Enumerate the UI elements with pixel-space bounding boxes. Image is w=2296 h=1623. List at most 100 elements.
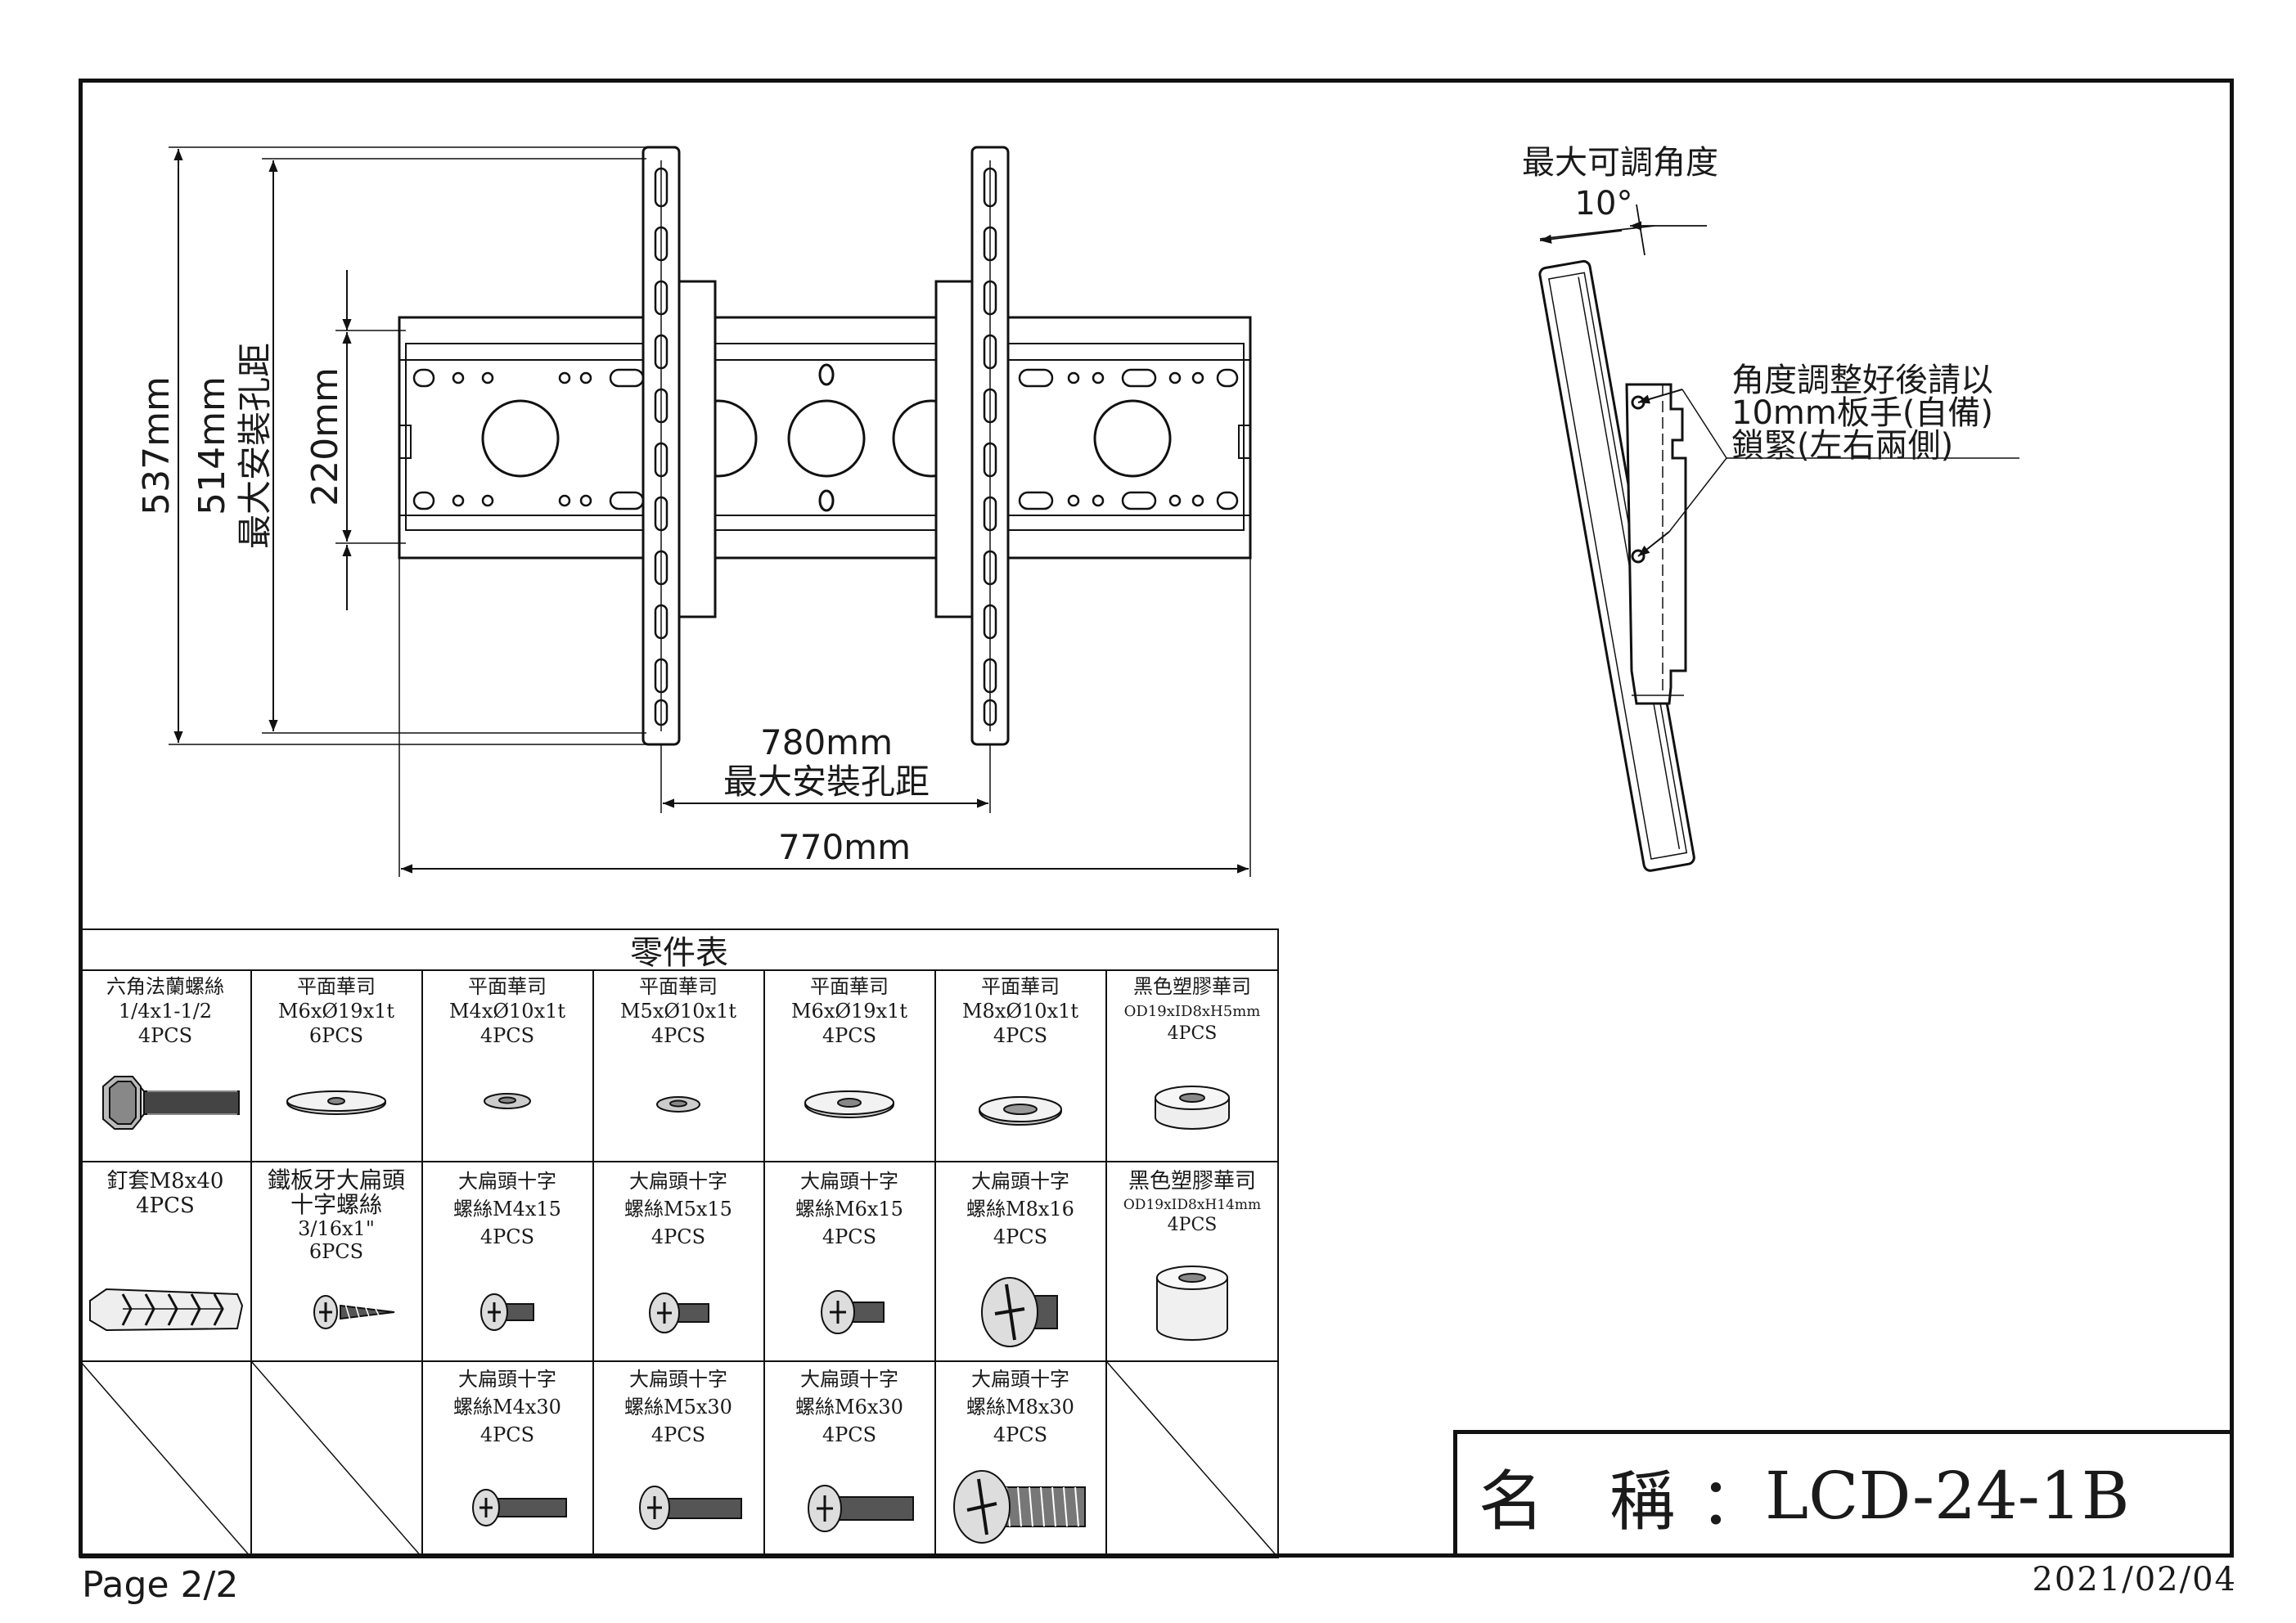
pan-head-screw-long-icon: [808, 1485, 914, 1532]
tilt-angle: 10°: [1575, 185, 1633, 223]
tilt-note-line1: 角度調整好後請以: [1731, 362, 1993, 399]
part-qty: 4PCS: [822, 1024, 876, 1047]
part-line: 黑色塑膠華司: [1128, 1169, 1256, 1194]
rail-hole: [481, 399, 560, 478]
part-line: 4PCS: [822, 1225, 876, 1248]
parts-row-3: 大扁頭十字 螺絲M4x30 4PCS 大扁頭十字 螺絲M5x30 4PCS 大扁…: [453, 1368, 1074, 1446]
part-line: 4PCS: [651, 1225, 705, 1248]
pan-head-screw-long-icon: [953, 1470, 1086, 1544]
part-spec: M4xØ10x1t: [449, 1000, 565, 1023]
part-line: 螺絲M6x15: [795, 1198, 903, 1221]
pan-head-screw-long-icon: [639, 1486, 742, 1530]
black-plastic-washer-icon: [1155, 1086, 1230, 1130]
part-qty: 4PCS: [651, 1024, 705, 1047]
part-line: 4PCS: [993, 1423, 1047, 1446]
parts-table: [79, 928, 1279, 1558]
drawing-frame: [79, 79, 2234, 1558]
title-label: 名 稱: [1479, 1463, 1675, 1540]
tilt-title: 最大可調角度: [1522, 144, 1718, 182]
part-name: 平面華司: [639, 975, 718, 998]
pan-head-screw-icon: [480, 1293, 534, 1331]
part-name: 平面華司: [468, 975, 547, 998]
flat-washer-icon: [286, 1090, 386, 1115]
flat-washer-icon: [979, 1096, 1062, 1126]
part-spec: M6xØ19x1t: [278, 1000, 394, 1023]
part-line: 螺絲M5x30: [624, 1396, 732, 1418]
title-colon: ：: [1699, 1463, 1765, 1540]
tilt-note-line2: 10mm板手(自備): [1731, 394, 1993, 432]
part-line: 4PCS: [136, 1194, 195, 1218]
dimension-lines: [173, 149, 1249, 874]
part-line: 螺絲M8x30: [966, 1396, 1074, 1418]
tilt-note-line3: 鎖緊(左右兩側): [1731, 427, 1953, 465]
part-line: 鐵板牙大扁頭: [268, 1167, 405, 1194]
extension-lines: [169, 146, 1251, 877]
black-plastic-spacer-icon: [1156, 1266, 1228, 1341]
part-line: OD19xID8xH14mm: [1123, 1197, 1261, 1213]
side-view: [1538, 259, 2019, 872]
dim-height-max-label: 最大安裝孔距: [235, 343, 275, 549]
part-qty: 4PCS: [993, 1024, 1047, 1047]
part-spec: M8xØ10x1t: [962, 1000, 1078, 1023]
part-spec: OD19xID8xH5mm: [1124, 1003, 1261, 1020]
part-line: 大扁頭十字: [629, 1170, 727, 1193]
part-line: 大扁頭十字: [800, 1368, 898, 1391]
pan-head-screw-icon: [649, 1293, 709, 1333]
part-line: 螺絲M4x15: [453, 1198, 561, 1221]
part-name: 黑色塑膠華司: [1133, 975, 1251, 998]
dim-width-rail: 770mm: [778, 827, 911, 867]
part-line: 螺絲M5x15: [624, 1198, 732, 1221]
self-tapping-screw-icon: [313, 1295, 395, 1329]
part-name: 平面華司: [297, 975, 376, 998]
parts-table-title: 零件表: [630, 934, 728, 972]
part-line: 4PCS: [651, 1423, 705, 1446]
model-number: LCD-24-1B: [1765, 1458, 2130, 1534]
part-line: 大扁頭十字: [458, 1170, 556, 1193]
part-line: 十字螺絲: [290, 1191, 382, 1218]
vertical-arm-right: [970, 146, 1010, 746]
rail-hole: [1093, 399, 1172, 478]
part-line: 螺絲M8x16: [966, 1198, 1074, 1221]
part-line: 4PCS: [480, 1423, 534, 1446]
part-spec: M5xØ10x1t: [620, 1000, 736, 1023]
part-line: 螺絲M6x30: [795, 1396, 903, 1418]
part-line: 3/16x1": [298, 1217, 375, 1240]
front-view: [398, 146, 1252, 746]
part-qty: 6PCS: [309, 1024, 363, 1047]
flat-washer-icon: [484, 1093, 531, 1109]
part-line: 大扁頭十字: [629, 1368, 727, 1391]
vertical-arm-left: [642, 146, 681, 746]
horizontal-rail: [398, 316, 1252, 560]
part-name: 平面華司: [981, 975, 1060, 998]
flat-washer-icon: [656, 1096, 700, 1113]
part-line: 大扁頭十字: [458, 1368, 556, 1391]
tilt-angle-marks: [1539, 204, 1707, 256]
parts-row-1: 六角法蘭螺絲 1/4x1-1/2 4PCS 平面華司 M6xØ19x1t 6PC…: [106, 975, 1260, 1047]
part-name: 六角法蘭螺絲: [106, 975, 224, 998]
part-line: 螺絲M4x30: [453, 1396, 561, 1418]
part-qty: 4PCS: [480, 1024, 534, 1047]
parts-row-2: 釘套M8x40 4PCS 鐵板牙大扁頭 十字螺絲 3/16x1" 6PCS 大扁…: [107, 1167, 1262, 1263]
dim-width-max-label: 最大安裝孔距: [723, 762, 930, 802]
part-qty: 4PCS: [138, 1024, 192, 1047]
dim-height-max-holes: 514mm: [191, 376, 233, 515]
part-spec: 1/4x1-1/2: [119, 1000, 212, 1023]
dim-width-max-holes: 780mm: [760, 722, 893, 762]
part-spec: M6xØ19x1t: [791, 1000, 907, 1023]
part-qty: 4PCS: [1168, 1023, 1218, 1044]
part-line: 釘套M8x40: [107, 1169, 224, 1194]
pan-head-screw-icon: [981, 1277, 1058, 1347]
dim-height-outer: 537mm: [136, 376, 178, 515]
wall-anchor-icon: [89, 1288, 244, 1332]
part-line: 4PCS: [480, 1225, 534, 1248]
part-name: 平面華司: [810, 975, 889, 998]
page-number: Page 2/2: [82, 1564, 239, 1606]
pan-head-screw-icon: [821, 1290, 885, 1334]
dim-height-inner: 220mm: [304, 367, 346, 506]
drawing-date: 2021/02/04: [2032, 1561, 2237, 1598]
part-line: 大扁頭十字: [800, 1170, 898, 1193]
part-line: 大扁頭十字: [971, 1368, 1069, 1391]
rail-hole: [787, 399, 866, 478]
flat-washer-icon: [804, 1090, 894, 1118]
